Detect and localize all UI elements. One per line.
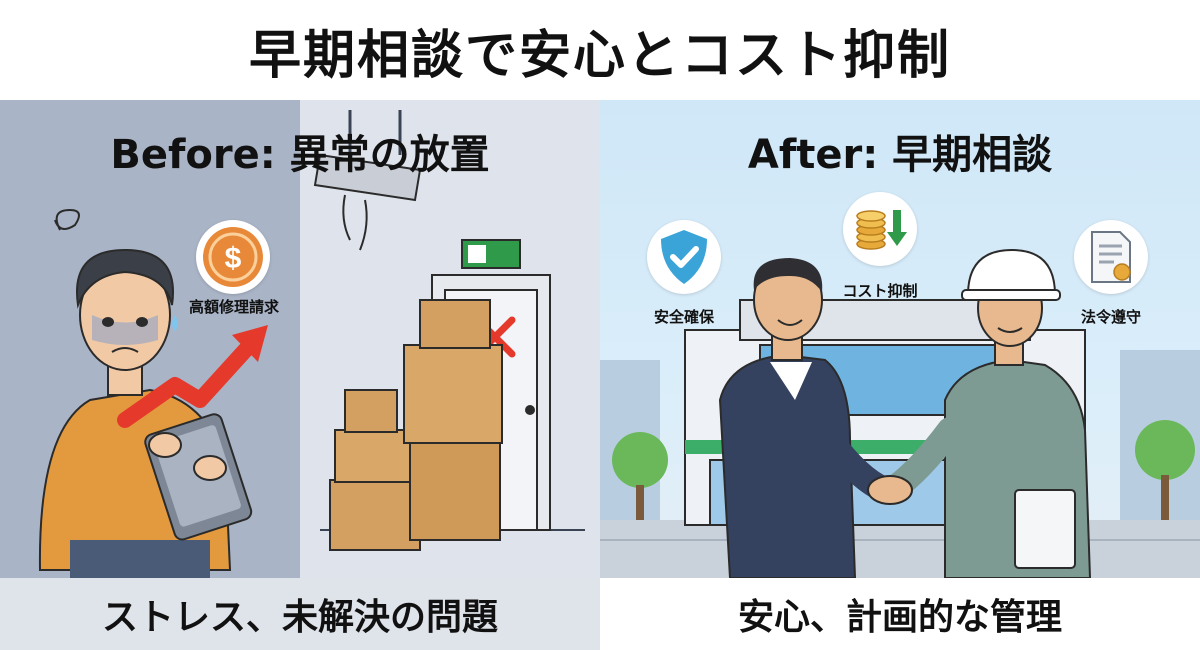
svg-text:$: $ [225,242,242,275]
safety-badge [647,220,721,294]
after-heading: After: 早期相談 [747,132,1053,178]
cost-control-label: コスト抑制 [842,282,918,300]
handshake [867,475,913,505]
shield-check-icon [661,230,707,284]
certificate-document-icon [1091,231,1131,283]
safety-label: 安全確保 [653,308,714,326]
dollar-coin-icon: $ [203,227,263,287]
title-bar: 早期相談で安心とコスト抑制 [0,0,1200,100]
after-panel: After: 早期相談 安全確保 コスト抑制 法令遵守 安心、計画 [600,100,1200,650]
cost-badge: $ [196,220,270,294]
before-panel: Before: 異常の放置 $ 高額修理請求 ストレス、未解決の問題 [0,100,600,650]
rising-cost-arrow [117,325,268,428]
cost-control-badge [843,192,917,266]
coin-stack-down-icon [856,210,907,250]
compliance-label: 法令遵守 [1080,308,1141,326]
after-illustration [600,248,1200,579]
broken-light-fixture [313,110,422,251]
stressed-man [38,208,253,578]
before-heading: Before: 異常の放置 [110,132,490,178]
compliance-badge [1074,220,1148,294]
cost-label: 高額修理請求 [188,298,279,316]
page-title: 早期相談で安心とコスト抑制 [248,25,951,86]
before-caption: ストレス、未解決の問題 [0,578,600,650]
after-caption: 安心、計画的な管理 [600,578,1200,650]
before-illustration [0,100,585,578]
cardboard-boxes [329,299,503,551]
worker [882,248,1092,579]
